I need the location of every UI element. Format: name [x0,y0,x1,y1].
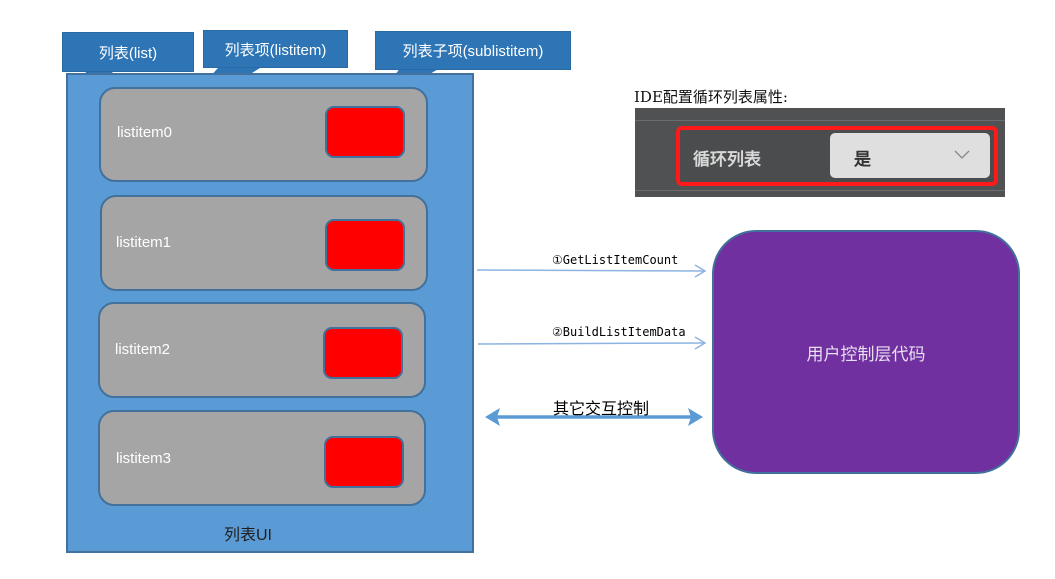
ide-caption: IDE配置循环列表属性: [634,88,788,106]
loop-list-value: 是 [854,150,871,169]
sub-list-item [325,106,405,158]
list-item-label: listitem3 [116,450,172,467]
list-item-label: listitem1 [116,234,172,251]
user-code-box: 用户控制层代码 [712,230,1020,474]
chevron-down-icon [954,150,970,159]
ide-divider [635,120,1005,121]
list-item [98,302,426,398]
callout-sublistitem: 列表子项(sublistitem) [375,31,571,70]
sub-list-item [325,219,405,271]
ide-property-panel: 循环列表 是 [635,108,1005,197]
callout-listitem: 列表项(listitem) [203,30,348,68]
arrow-get-count-line [476,269,705,272]
list-item [99,87,428,182]
arrow-get-count-head [694,264,707,278]
user-code-label: 用户控制层代码 [806,344,926,364]
arrow-build-data-head [694,336,707,350]
list-item-label: listitem0 [117,124,173,141]
loop-list-select[interactable]: 是 [830,133,990,178]
sub-list-item [324,436,404,488]
build-item-data-label: ②BuildListItemData [552,325,686,339]
get-item-count-label: ①GetListItemCount [552,253,679,267]
arrow-other-head-right [688,408,703,426]
arrow-other-head-left [485,408,500,426]
list-ui-label: 列表UI [224,527,273,544]
ide-divider [635,190,1005,191]
list-item-label: listitem2 [115,341,171,358]
arrow-build-data-line [477,342,705,345]
other-interaction-label: 其它交互控制 [553,399,650,418]
callout-list: 列表(list) [62,32,194,72]
sub-list-item [323,327,403,379]
loop-list-label: 循环列表 [693,150,761,169]
